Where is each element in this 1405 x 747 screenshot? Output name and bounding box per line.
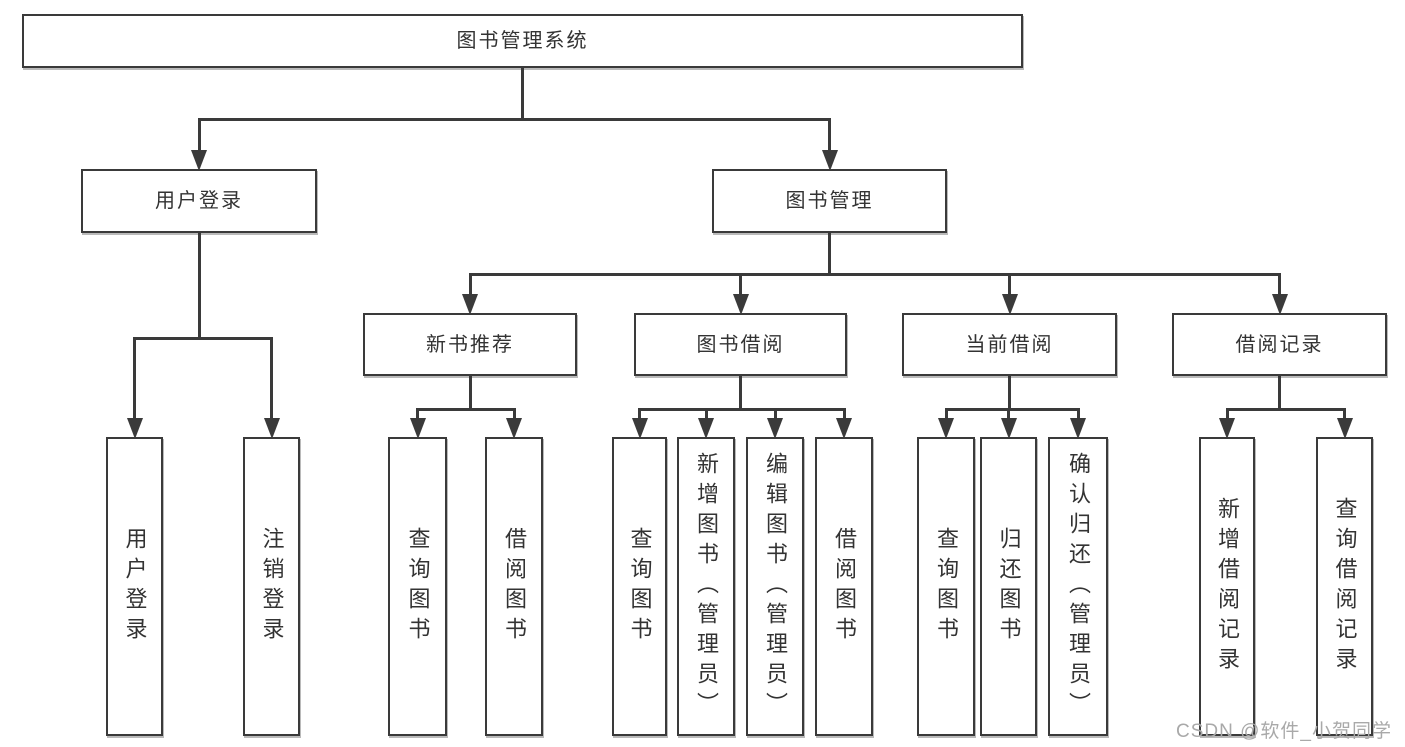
node-label-root: 图书管理系统	[456, 30, 589, 52]
arrowhead-down-icon	[698, 418, 714, 439]
node-root: 图书管理系统	[22, 14, 1023, 68]
node-label-logout: 注销登录	[259, 526, 285, 647]
edge-drop	[197, 118, 201, 152]
edge-split	[416, 408, 516, 411]
node-label-bb-edit: 编辑图书（管理员）	[763, 451, 788, 722]
edge-drop	[416, 408, 419, 420]
arrowhead-down-icon	[1000, 418, 1017, 439]
arrowhead-down-icon	[631, 418, 648, 439]
node-bb-query: 查询图书	[612, 437, 667, 736]
node-borrowrecords: 借阅记录	[1172, 313, 1387, 376]
arrowhead-down-icon	[126, 418, 143, 439]
node-label-currentborrow: 当前借阅	[965, 333, 1054, 356]
node-cb-return: 归还图书	[980, 437, 1037, 736]
node-label-cb-confirm: 确认归还（管理员）	[1066, 451, 1091, 722]
edge-split	[638, 408, 846, 411]
edge-drop	[842, 408, 846, 420]
node-login: 用户登录	[81, 169, 317, 233]
node-label-cb-query: 查询图书	[934, 526, 959, 647]
edge-drop	[704, 408, 708, 420]
edge-drop	[468, 273, 472, 296]
arrowhead-down-icon	[462, 294, 478, 315]
node-label-mgmt: 图书管理	[785, 190, 874, 212]
edge-drop	[1225, 408, 1229, 420]
node-label-user-login: 用户登录	[122, 526, 148, 647]
arrowhead-down-icon	[938, 418, 954, 439]
arrowhead-down-icon	[1001, 294, 1018, 315]
node-label-login: 用户登录	[155, 190, 243, 212]
node-bb-edit: 编辑图书（管理员）	[746, 437, 804, 736]
node-label-br-query: 查询借阅记录	[1332, 496, 1358, 677]
arrowhead-down-icon	[767, 418, 783, 439]
node-user-login: 用户登录	[106, 437, 163, 736]
edge-drop	[1007, 408, 1010, 420]
arrowhead-down-icon	[1219, 418, 1235, 439]
node-bookborrow: 图书借阅	[634, 313, 847, 376]
node-label-newbook: 新书推荐	[426, 333, 514, 356]
edge-drop	[638, 408, 641, 420]
node-label-bb-query: 查询图书	[627, 526, 653, 647]
edge-stem	[1278, 374, 1281, 411]
edge-stem	[197, 231, 201, 340]
edge-stem	[1008, 374, 1011, 411]
node-cb-confirm: 确认归还（管理员）	[1048, 437, 1108, 736]
edge-drop	[1343, 408, 1346, 420]
arrowhead-down-icon	[506, 418, 522, 439]
node-label-br-add: 新增借阅记录	[1215, 496, 1240, 677]
watermark: CSDN @软件_小贺同学	[1176, 721, 1392, 742]
edge-drop	[270, 337, 273, 420]
node-currentborrow: 当前借阅	[902, 313, 1117, 376]
node-rec-query: 查询图书	[388, 437, 447, 736]
edge-stem	[521, 66, 524, 121]
node-rec-borrow: 借阅图书	[485, 437, 543, 736]
edge-stem	[739, 374, 742, 411]
edge-drop	[739, 273, 742, 296]
node-br-add: 新增借阅记录	[1199, 437, 1255, 736]
node-label-rec-query: 查询图书	[405, 526, 431, 647]
node-cb-query: 查询图书	[917, 437, 975, 736]
edge-split	[133, 337, 273, 340]
arrowhead-down-icon	[836, 418, 852, 439]
node-label-bookborrow: 图书借阅	[696, 333, 785, 356]
node-label-bb-add: 新增图书（管理员）	[694, 451, 719, 722]
edge-stem	[828, 231, 831, 276]
edge-drop	[1278, 273, 1281, 296]
edge-split	[944, 408, 1080, 411]
arrowhead-down-icon	[1271, 294, 1288, 315]
node-label-bb-borrow: 借阅图书	[832, 526, 857, 647]
arrowhead-down-icon	[263, 418, 280, 439]
edge-drop	[512, 408, 516, 420]
node-label-borrowrecords: 借阅记录	[1235, 333, 1324, 356]
node-br-query: 查询借阅记录	[1316, 437, 1373, 736]
arrowhead-down-icon	[1336, 418, 1353, 439]
node-label-rec-borrow: 借阅图书	[502, 526, 527, 647]
node-label-cb-return: 归还图书	[996, 526, 1022, 647]
arrowhead-down-icon	[1070, 418, 1086, 439]
node-logout: 注销登录	[243, 437, 300, 736]
node-newbook: 新书推荐	[363, 313, 577, 376]
edge-drop	[944, 408, 948, 420]
arrowhead-down-icon	[409, 418, 426, 439]
arrowhead-down-icon	[821, 150, 838, 171]
arrowhead-down-icon	[732, 294, 749, 315]
edge-split	[197, 118, 831, 121]
node-mgmt: 图书管理	[712, 169, 947, 233]
edge-drop	[1076, 408, 1080, 420]
edge-stem	[468, 374, 472, 411]
edge-drop	[133, 337, 136, 420]
edge-drop	[1008, 273, 1011, 296]
edge-drop	[773, 408, 777, 420]
edge-drop	[828, 118, 831, 152]
arrowhead-down-icon	[191, 150, 207, 171]
edge-split	[468, 273, 1281, 276]
node-bb-borrow: 借阅图书	[815, 437, 873, 736]
node-bb-add: 新增图书（管理员）	[677, 437, 735, 736]
edge-split	[1225, 408, 1346, 411]
